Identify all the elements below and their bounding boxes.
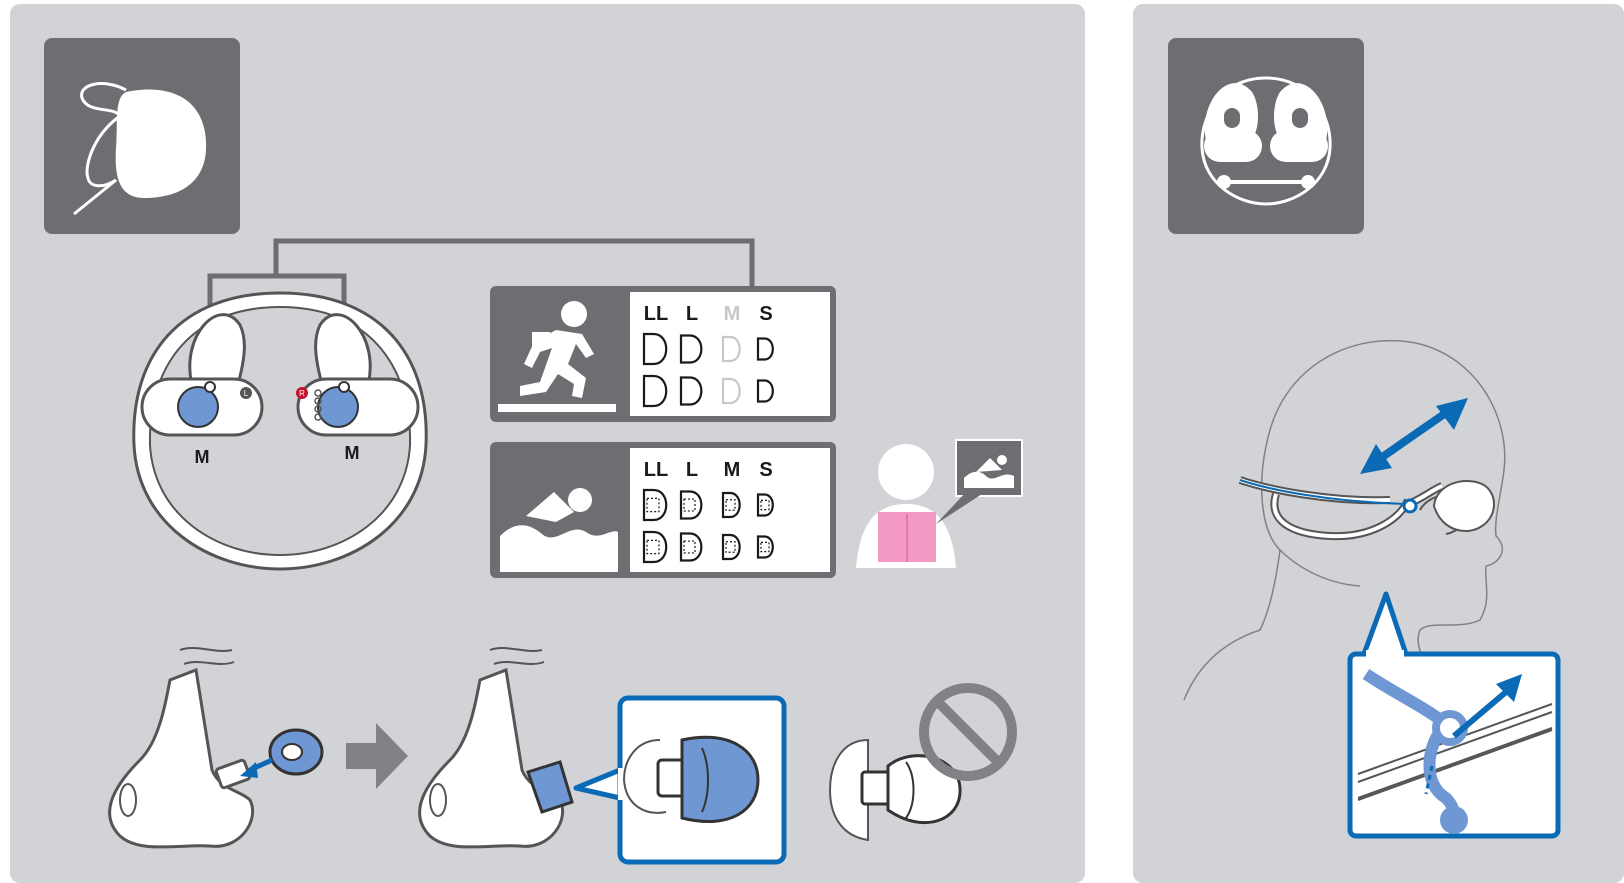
prohibited-icon	[924, 688, 1012, 776]
right-earbud-tip	[318, 387, 358, 427]
size-label-m: M	[724, 459, 741, 481]
right-side-mark: R	[299, 389, 305, 398]
cord-adjuster-detail	[1346, 594, 1566, 854]
size-label-s: S	[759, 459, 772, 481]
size-label-m: M	[724, 303, 741, 325]
ear-tip-shape	[681, 492, 701, 519]
size-label-ll: LL	[644, 459, 668, 481]
ear-tip-shape	[758, 495, 773, 516]
left-earbud-tip	[178, 387, 218, 427]
ear-tip-shape	[644, 532, 666, 562]
ear-tip-shape	[681, 534, 701, 561]
swimmer-icon	[490, 442, 626, 578]
right-earpiece-size-label: M	[345, 443, 360, 463]
ear-tip-shape	[681, 336, 701, 363]
earpiece-detach-step	[100, 640, 340, 860]
ear-tip-shape	[644, 334, 666, 364]
earpiece-attached-step	[410, 640, 790, 865]
size-label-ll: LL	[644, 303, 668, 325]
incorrect-attachment-example	[822, 680, 1032, 870]
size-label-s: S	[759, 303, 772, 325]
ear-tip-shape	[758, 381, 773, 402]
left-side-mark: L	[244, 389, 249, 398]
ear-tip-shape	[681, 378, 701, 405]
manual-reader-icon	[856, 438, 1036, 578]
left-earpiece-size-label: M	[195, 447, 210, 467]
ear-tip-shape	[723, 337, 740, 361]
headset-diagram: L R M M	[120, 285, 440, 575]
runner-icon	[490, 286, 626, 422]
ear-tip-shape	[758, 339, 773, 360]
ear-tip-shape	[758, 537, 773, 558]
ear-tip-shape	[644, 490, 666, 520]
size-label-l: L	[686, 459, 698, 481]
arrow-right-icon	[346, 723, 410, 789]
ear-tip-shape	[644, 376, 666, 406]
headset-tile	[1168, 38, 1364, 234]
ear-tip-shape	[723, 379, 740, 403]
walkman-headset-icon	[1168, 38, 1364, 234]
size-label-l: L	[686, 303, 698, 325]
